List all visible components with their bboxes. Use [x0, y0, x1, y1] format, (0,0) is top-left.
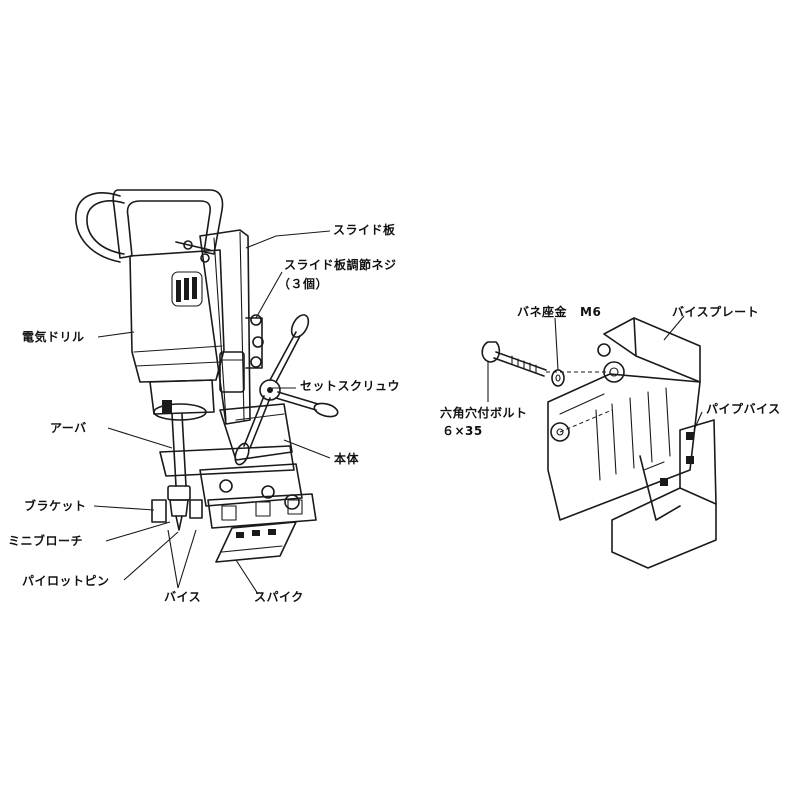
label-spike: スパイク [254, 590, 304, 604]
label-m6: M6 [580, 305, 602, 319]
label-vise-plate: バイスプレート [672, 305, 760, 319]
label-hex-socket-bolt: 六角穴付ボルト [440, 406, 528, 420]
label-arbor: アーバ [50, 421, 87, 435]
label-electric-drill: 電気ドリル [22, 330, 85, 344]
label-bracket: ブラケット [24, 499, 87, 513]
pipe-vise-illustration [481, 317, 717, 569]
label-pipe-vise: パイプバイス [706, 402, 781, 416]
leader-lines [93, 230, 703, 595]
label-mini-broach: ミニブローチ [8, 534, 84, 548]
label-slide-plate: スライド板 [333, 223, 396, 237]
label-set-screw: セットスクリュウ [300, 379, 401, 393]
label-bolt-size: ６×35 [442, 424, 483, 438]
drill-assembly-illustration [75, 189, 339, 563]
label-spring-washer: バネ座金 [517, 305, 568, 319]
label-vise: バイス [164, 590, 202, 604]
label-slide-adjust-screw-count: （３個） [278, 277, 329, 291]
label-slide-adjust-screw: スライド板調節ネジ [284, 258, 397, 272]
label-main-body: 本体 [334, 452, 360, 466]
label-pilot-pin: パイロットピン [22, 574, 110, 588]
